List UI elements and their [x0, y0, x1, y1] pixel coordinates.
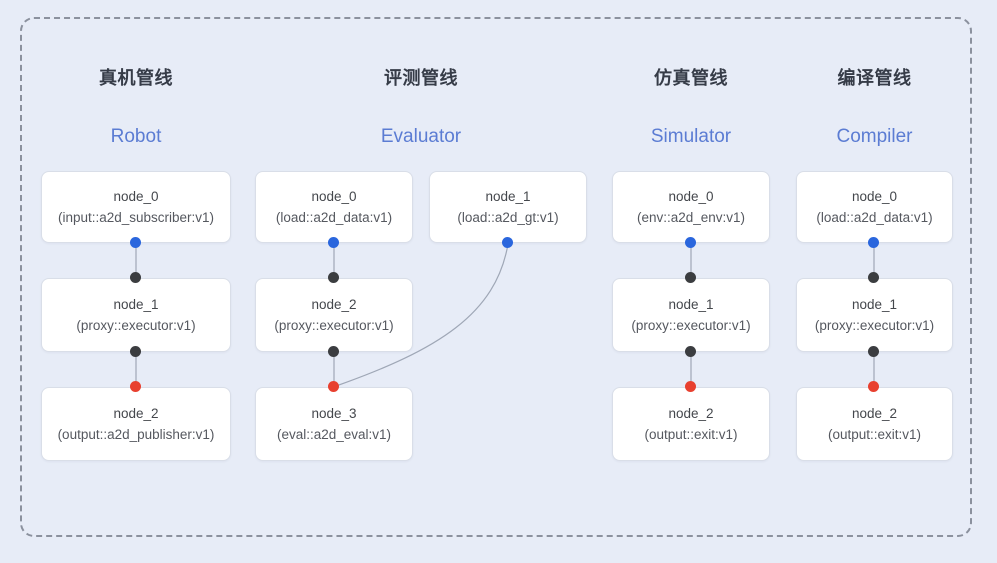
node-name: node_2 — [668, 406, 714, 421]
node-box-evaluator-1: node_1 (load::a2d_gt:v1) — [429, 171, 587, 243]
pipeline-title-cn-simulator: 仿真管线 — [654, 68, 728, 88]
output-port-dot — [868, 346, 879, 357]
node-type: (proxy::executor:v1) — [274, 318, 394, 333]
pipeline-title-en-simulator: Simulator — [650, 126, 732, 147]
node-name: node_2 — [851, 406, 898, 421]
node-box-evaluator-2: node_2 (proxy::executor:v1) — [255, 278, 413, 352]
pipeline-title-cn-evaluator: 评测管线 — [384, 68, 458, 88]
node-name: node_0 — [668, 189, 714, 204]
node-type: (proxy::executor:v1) — [631, 318, 751, 333]
pipeline-title-en-compiler: Compiler — [836, 126, 913, 147]
pipeline-title-en-evaluator: Evaluator — [380, 126, 462, 147]
node-box-simulator-1: node_1 (proxy::executor:v1) — [612, 278, 770, 352]
output-port-dot — [685, 237, 696, 248]
pipeline-title-cn-robot: 真机管线 — [99, 68, 173, 88]
node-type: (eval::a2d_eval:v1) — [276, 427, 392, 442]
pipeline-title-en-robot: Robot — [110, 126, 162, 147]
node-box-robot-2: node_2 (output::a2d_publisher:v1) — [41, 387, 231, 461]
output-port-dot — [868, 237, 879, 248]
node-name: node_1 — [113, 297, 159, 312]
terminal-port-dot — [685, 381, 696, 392]
edge-eval-n1-n3-curve — [335, 243, 509, 387]
output-port-dot — [130, 346, 141, 357]
node-box-compiler-1: node_1 (proxy::executor:v1) — [796, 278, 953, 352]
input-port-dot — [685, 272, 696, 283]
node-name: node_3 — [311, 406, 357, 421]
pipeline-title-cn-compiler: 编译管线 — [837, 68, 912, 88]
node-type: (load::a2d_data:v1) — [816, 210, 933, 225]
node-type: (output::exit:v1) — [827, 427, 922, 442]
terminal-port-dot — [328, 381, 339, 392]
terminal-port-dot — [130, 381, 141, 392]
diagram-dashed-border — [20, 17, 972, 537]
node-name: node_1 — [485, 189, 531, 204]
output-port-dot — [130, 237, 141, 248]
input-port-dot — [868, 272, 879, 283]
output-port-dot — [502, 237, 513, 248]
node-type: (proxy::executor:v1) — [76, 318, 196, 333]
node-name: node_1 — [851, 297, 898, 312]
node-box-compiler-2: node_2 (output::exit:v1) — [796, 387, 953, 461]
node-type: (output::exit:v1) — [644, 427, 738, 442]
output-port-dot — [328, 237, 339, 248]
input-port-dot — [328, 272, 339, 283]
node-type: (proxy::executor:v1) — [814, 318, 935, 333]
output-port-dot — [685, 346, 696, 357]
node-box-compiler-0: node_0 (load::a2d_data:v1) — [796, 171, 953, 243]
node-type: (load::a2d_data:v1) — [275, 210, 393, 225]
node-box-evaluator-0: node_0 (load::a2d_data:v1) — [255, 171, 413, 243]
node-type: (load::a2d_gt:v1) — [457, 210, 559, 225]
node-box-evaluator-3: node_3 (eval::a2d_eval:v1) — [255, 387, 413, 461]
node-name: node_1 — [668, 297, 714, 312]
node-name: node_2 — [311, 297, 357, 312]
node-box-simulator-2: node_2 (output::exit:v1) — [612, 387, 770, 461]
node-name: node_0 — [311, 189, 357, 204]
node-type: (env::a2d_env:v1) — [636, 210, 746, 225]
node-name: node_0 — [851, 189, 898, 204]
node-box-robot-0: node_0 (input::a2d_subscriber:v1) — [41, 171, 231, 243]
node-type: (output::a2d_publisher:v1) — [57, 427, 215, 442]
node-name: node_2 — [113, 406, 159, 421]
node-box-simulator-0: node_0 (env::a2d_env:v1) — [612, 171, 770, 243]
node-type: (input::a2d_subscriber:v1) — [57, 210, 215, 225]
node-name: node_0 — [113, 189, 159, 204]
input-port-dot — [130, 272, 141, 283]
node-box-robot-1: node_1 (proxy::executor:v1) — [41, 278, 231, 352]
output-port-dot — [328, 346, 339, 357]
terminal-port-dot — [868, 381, 879, 392]
